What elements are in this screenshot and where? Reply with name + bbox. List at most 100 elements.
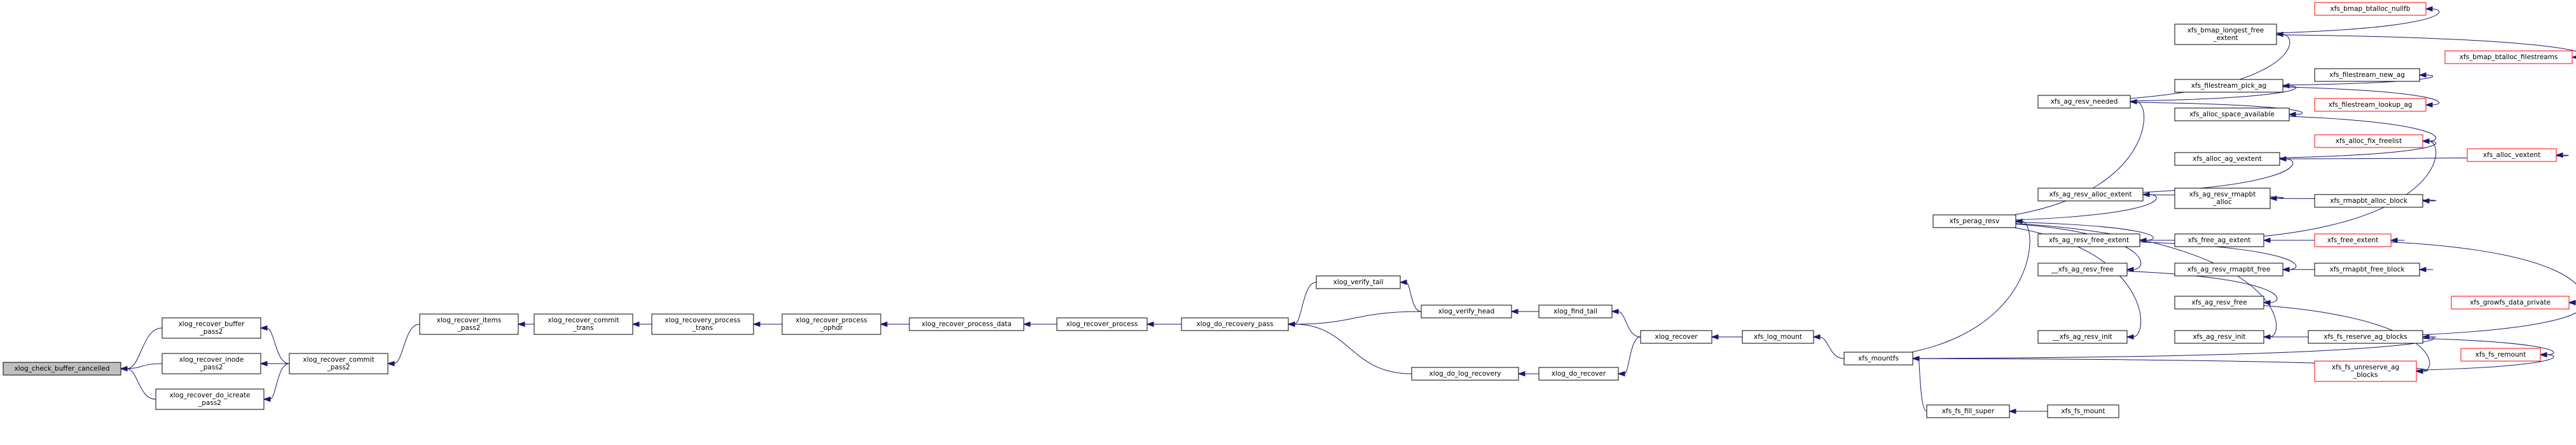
node-box[interactable] <box>2174 79 2283 93</box>
node-free_ag_extent[interactable]: xfs_free_ag_extent <box>2174 233 2264 247</box>
node-ag_resv_free[interactable]: xfs_ag_resv_free <box>2174 296 2264 310</box>
node-box[interactable] <box>1742 330 1814 344</box>
node-box[interactable] <box>2314 194 2423 208</box>
node-box[interactable] <box>2047 404 2119 418</box>
node-box[interactable] <box>2314 68 2420 82</box>
node-box[interactable] <box>651 313 754 335</box>
node-ag_resv_needed[interactable]: xfs_ag_resv_needed <box>2037 95 2131 109</box>
node-box[interactable] <box>155 388 265 410</box>
node-box[interactable] <box>2037 330 2128 344</box>
node-growfs_data_private[interactable]: xfs_growfs_data_private <box>2451 296 2570 310</box>
node-box[interactable] <box>2308 330 2423 344</box>
node-box[interactable] <box>2037 263 2128 277</box>
node-box[interactable] <box>162 317 261 339</box>
node-do_log_recovery[interactable]: xlog_do_log_recovery <box>1411 367 1519 381</box>
node-recover_do_icreate_pass2[interactable]: xlog_recover_do_icreate_pass2 <box>155 388 265 410</box>
node-verify_head[interactable]: xlog_verify_head <box>1421 305 1512 318</box>
node-ag_resv_free_extent[interactable]: xfs_ag_resv_free_extent <box>2037 233 2140 247</box>
node-box[interactable] <box>2174 152 2280 166</box>
node-ag_resv_alloc_extent[interactable]: xfs_ag_resv_alloc_extent <box>2037 188 2144 202</box>
node-box[interactable] <box>1421 305 1512 318</box>
node-rmapbt_free_block[interactable]: xfs_rmapbt_free_block <box>2314 263 2420 277</box>
node-recover_items_pass2[interactable]: xlog_recover_items_pass2 <box>419 313 519 335</box>
node-alloc_vextent[interactable]: xfs_alloc_vextent <box>2467 148 2557 162</box>
node-box[interactable] <box>2037 188 2144 202</box>
node-box[interactable] <box>1056 317 1148 331</box>
node-box[interactable] <box>2314 134 2423 148</box>
node-box[interactable] <box>1181 317 1289 331</box>
node-fs_mount[interactable]: xfs_fs_mount <box>2047 404 2119 418</box>
node-box[interactable] <box>1538 367 1619 381</box>
node-box[interactable] <box>2174 107 2290 121</box>
node-fs_remount[interactable]: xfs_fs_remount <box>2460 348 2541 362</box>
node-__ag_resv_free[interactable]: __xfs_ag_resv_free <box>2037 263 2128 277</box>
node-do_recovery_pass[interactable]: xlog_do_recovery_pass <box>1181 317 1289 331</box>
node-box[interactable] <box>2174 24 2277 45</box>
node-box[interactable] <box>162 353 261 374</box>
node-ag_resv_rmapbt_alloc[interactable]: xfs_ag_resv_rmapbt_alloc <box>2174 188 2271 209</box>
node-recover_inode_pass2[interactable]: xlog_recover_inode_pass2 <box>162 353 261 374</box>
node-box[interactable] <box>1316 275 1401 289</box>
node-box[interactable] <box>1538 305 1613 318</box>
node-recovery_process_trans[interactable]: xlog_recovery_process_trans <box>651 313 754 335</box>
node-box[interactable] <box>1640 330 1712 344</box>
node-box[interactable] <box>419 313 519 335</box>
node-alloc_space_available[interactable]: xfs_alloc_space_available <box>2174 107 2290 121</box>
node-box[interactable] <box>2314 263 2420 277</box>
node-filestream_lookup_ag[interactable]: xfs_filestream_lookup_ag <box>2314 98 2427 112</box>
node-fs_fill_super[interactable]: xfs_fs_fill_super <box>1926 404 2010 418</box>
node-box[interactable] <box>1926 404 2010 418</box>
node-box[interactable] <box>2174 296 2264 310</box>
node-xlog_recover[interactable]: xlog_recover <box>1640 330 1712 344</box>
node-recover_commit_pass2[interactable]: xlog_recover_commit_pass2 <box>289 353 389 374</box>
node-bmap_longest_free_extent[interactable]: xfs_bmap_longest_free_extent <box>2174 24 2277 45</box>
node-fs_unreserve_ag_blocks[interactable]: xfs_fs_unreserve_ag_blocks <box>2314 360 2417 382</box>
node-recover_process_ophdr[interactable]: xlog_recover_process_ophdr <box>782 313 881 335</box>
node-box[interactable] <box>2174 233 2264 247</box>
node-perag_resv[interactable]: xfs_perag_resv <box>1932 214 2016 228</box>
node-fs_reserve_ag_blocks[interactable]: xfs_fs_reserve_ag_blocks <box>2308 330 2423 344</box>
node-box[interactable] <box>2314 2 2427 16</box>
node-__ag_resv_init[interactable]: __xfs_ag_resv_init <box>2037 330 2128 344</box>
node-alloc_fix_freelist[interactable]: xfs_alloc_fix_freelist <box>2314 134 2423 148</box>
node-bmap_btalloc_nullfb[interactable]: xfs_bmap_btalloc_nullfb <box>2314 2 2427 16</box>
node-filestream_pick_ag[interactable]: xfs_filestream_pick_ag <box>2174 79 2283 93</box>
node-check_buffer_cancelled[interactable]: xlog_check_buffer_cancelled <box>3 362 121 376</box>
node-box[interactable] <box>2467 148 2557 162</box>
node-box[interactable] <box>1932 214 2016 228</box>
node-box[interactable] <box>782 313 881 335</box>
node-box[interactable] <box>2314 98 2427 112</box>
node-box[interactable] <box>2451 296 2570 310</box>
node-recover_buffer_pass2[interactable]: xlog_recover_buffer_pass2 <box>162 317 261 339</box>
node-box[interactable] <box>2037 233 2140 247</box>
node-box[interactable] <box>2314 360 2417 382</box>
node-box[interactable] <box>534 313 633 335</box>
node-box[interactable] <box>2174 330 2264 344</box>
node-box[interactable] <box>2037 95 2131 109</box>
node-free_extent[interactable]: xfs_free_extent <box>2314 233 2392 247</box>
node-recover_process[interactable]: xlog_recover_process <box>1056 317 1148 331</box>
node-do_recover[interactable]: xlog_do_recover <box>1538 367 1619 381</box>
node-rmapbt_alloc_block[interactable]: xfs_rmapbt_alloc_block <box>2314 194 2423 208</box>
node-box[interactable] <box>2314 233 2392 247</box>
node-recover_commit_trans[interactable]: xlog_recover_commit_trans <box>534 313 633 335</box>
node-filestream_new_ag[interactable]: xfs_filestream_new_ag <box>2314 68 2420 82</box>
node-box[interactable] <box>2460 348 2541 362</box>
node-box[interactable] <box>909 317 1024 331</box>
node-box[interactable] <box>2174 263 2283 277</box>
node-ag_resv_rmapbt_free[interactable]: xfs_ag_resv_rmapbt_free <box>2174 263 2283 277</box>
node-box[interactable] <box>1411 367 1519 381</box>
node-box[interactable] <box>1843 352 1913 366</box>
node-find_tail[interactable]: xlog_find_tail <box>1538 305 1613 318</box>
node-alloc_ag_vextent[interactable]: xfs_alloc_ag_vextent <box>2174 152 2280 166</box>
node-box[interactable] <box>2174 188 2271 209</box>
node-box[interactable] <box>2444 50 2573 64</box>
node-log_mount[interactable]: xfs_log_mount <box>1742 330 1814 344</box>
node-verify_tail[interactable]: xlog_verify_tail <box>1316 275 1401 289</box>
node-recover_process_data[interactable]: xlog_recover_process_data <box>909 317 1024 331</box>
node-mountfs[interactable]: xfs_mountfs <box>1843 352 1913 366</box>
node-box[interactable] <box>289 353 389 374</box>
node-box[interactable] <box>3 362 121 376</box>
node-ag_resv_init[interactable]: xfs_ag_resv_init <box>2174 330 2264 344</box>
node-bmap_btalloc_filestreams[interactable]: xfs_bmap_btalloc_filestreams <box>2444 50 2573 64</box>
